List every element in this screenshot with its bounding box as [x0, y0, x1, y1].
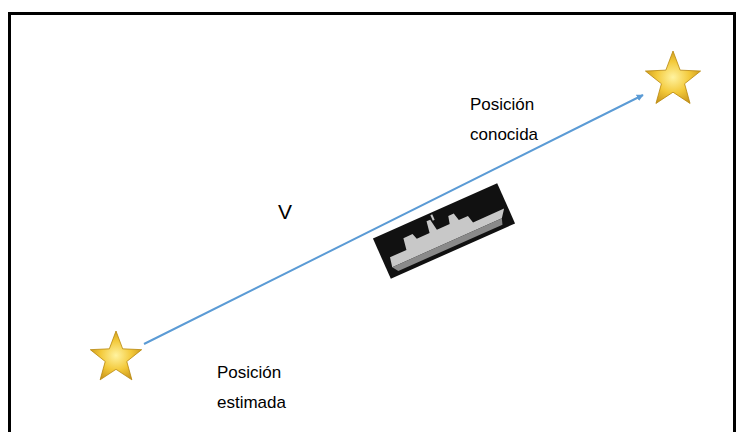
position-label: Posición estimada	[217, 358, 317, 418]
position-star: Posición conocida	[643, 50, 703, 110]
position-star: Posición estimada	[88, 330, 144, 386]
star-shape	[88, 330, 144, 386]
star-shape	[643, 50, 703, 110]
vector-arrow	[144, 95, 643, 344]
position-label: Posición conocida	[470, 90, 570, 150]
ship-illustration	[373, 183, 515, 279]
vector-label: V	[276, 200, 294, 224]
